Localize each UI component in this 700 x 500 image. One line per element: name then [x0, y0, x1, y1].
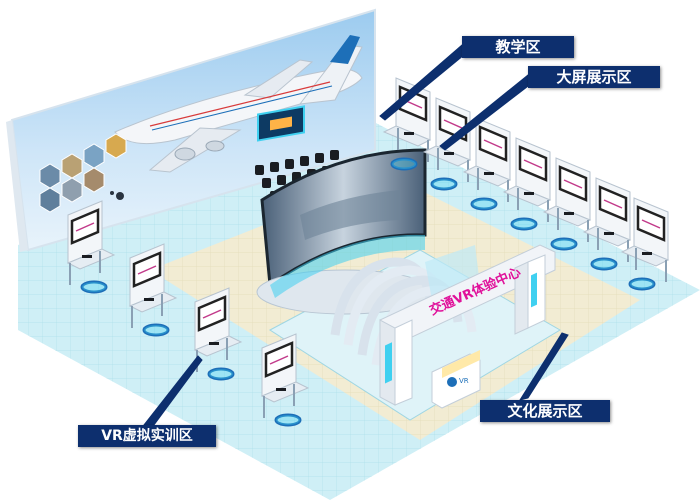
video-wall [6, 8, 376, 252]
vr-platform-ring [430, 177, 458, 191]
vr-station [260, 333, 310, 427]
vr-platform-ring [142, 323, 170, 337]
callout-pointers [139, 44, 569, 434]
label-big-screen-zone: 大屏展示区 [528, 66, 660, 88]
vr-logo-icon [447, 377, 457, 387]
vr-station [462, 117, 512, 211]
vr-platform-ring [390, 157, 418, 171]
vr-station [542, 157, 592, 251]
vr-station [66, 200, 116, 294]
kiosk-badge: VR [459, 377, 469, 385]
vr-station [128, 243, 178, 337]
camera-icon [110, 191, 114, 195]
vr-kiosk: VR [431, 350, 481, 409]
vr-training-stations-left [66, 200, 310, 427]
label-teaching-zone: 教学区 [462, 36, 574, 58]
vr-station [620, 197, 670, 291]
airplane-image [114, 35, 363, 173]
camera-icon [116, 192, 124, 200]
vr-platform-ring [274, 413, 302, 427]
pointer-culture [518, 332, 569, 401]
vr-platform-ring [510, 217, 538, 231]
vr-station [382, 77, 432, 171]
vr-platform-ring [628, 277, 656, 291]
label-vr-training-zone: VR虚拟实训区 [78, 425, 216, 447]
vr-platform-ring [80, 280, 108, 294]
vr-platform-ring [590, 257, 618, 271]
wall-monitor [257, 105, 305, 142]
vr-station [502, 137, 552, 231]
hexagon-photo-tiles [39, 133, 127, 213]
label-culture-zone: 文化展示区 [480, 400, 610, 422]
teaching-stations-right [382, 77, 670, 291]
vr-station [193, 287, 243, 381]
vr-platform-ring [470, 197, 498, 211]
vr-platform-ring [550, 237, 578, 251]
vr-platform-ring [207, 367, 235, 381]
